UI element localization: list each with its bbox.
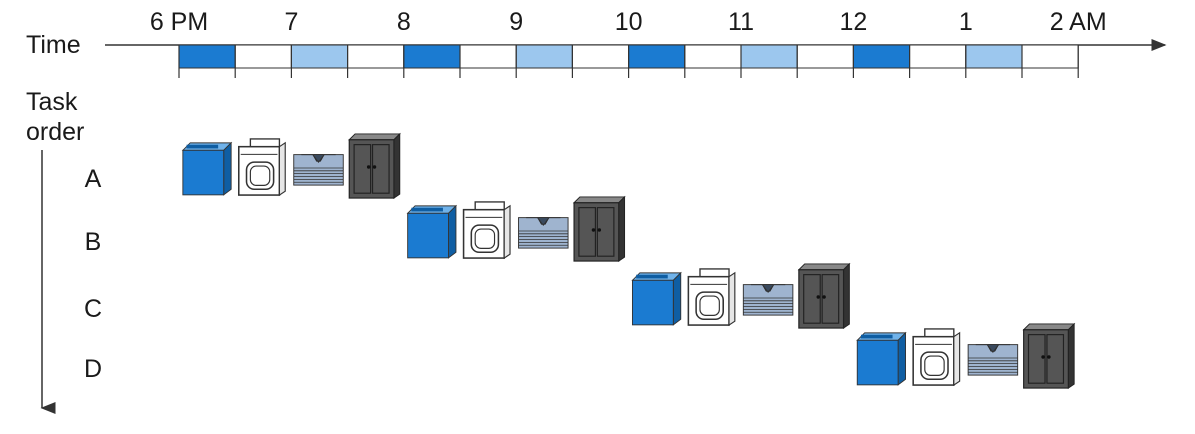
closet-icon [573,196,626,262]
timeline-slot-dark [403,44,461,69]
timeline-slot-light [965,44,1023,69]
dryer-icon [462,201,511,259]
hour-label: 12 [839,8,867,36]
timeline-slot-light [290,44,349,69]
folded-clothes-icon [742,284,794,316]
task-label-b: B [85,228,102,256]
timeline-slot-empty [571,44,630,69]
time-axis-label: Time [26,31,81,59]
timeline-slot-dark [852,44,911,69]
task-rows [182,133,1075,389]
timeline-slot-empty [1021,44,1079,69]
washer-icon [631,272,682,326]
timeline-slot-dark [628,44,686,69]
timeline-slot-empty [347,44,405,69]
timeline-slot-empty [909,44,967,69]
task-row-b [407,196,626,262]
task-order-label-line2: order [26,118,84,146]
washer-icon [407,205,457,259]
task-order-label-line1: Task [26,88,78,116]
hour-labels: 6 PM 7 8 9 10 11 12 1 2 AM [150,8,1107,36]
folded-clothes-icon [967,344,1019,376]
hour-label: 9 [509,8,523,36]
task-label-c: C [84,295,102,323]
dryer-icon [912,328,961,386]
dryer-icon [687,268,736,326]
timeline-slot-empty [796,44,854,69]
hour-label: 1 [959,8,973,36]
hour-label: 8 [397,8,411,36]
task-label-d: D [84,355,102,383]
task-row-c [631,263,850,329]
hour-label: 6 PM [150,8,208,36]
dryer-icon [237,138,287,196]
timeline-slot-empty [684,44,742,69]
hour-label: 10 [615,8,643,36]
task-labels: A B C D [84,165,102,383]
timeline-slot-empty [234,44,292,69]
hour-label: 7 [284,8,298,36]
task-label-a: A [85,165,102,193]
timeline-slot-light [740,44,798,69]
hour-label: 11 [728,8,754,36]
hour-label: 2 AM [1050,8,1107,36]
timeline-slot-light [515,44,573,69]
closet-icon [798,263,850,329]
task-row-a [182,133,401,199]
timeline-slot-empty [459,44,517,69]
timeline-slot-dark [178,44,236,69]
washer-icon [182,142,232,196]
washer-icon [856,332,907,386]
folded-clothes-icon [293,154,344,186]
task-row-d [856,323,1075,389]
timeline-slots [178,44,1079,78]
folded-clothes-icon [518,217,569,249]
closet-icon [348,133,401,199]
closet-icon [1023,323,1075,389]
